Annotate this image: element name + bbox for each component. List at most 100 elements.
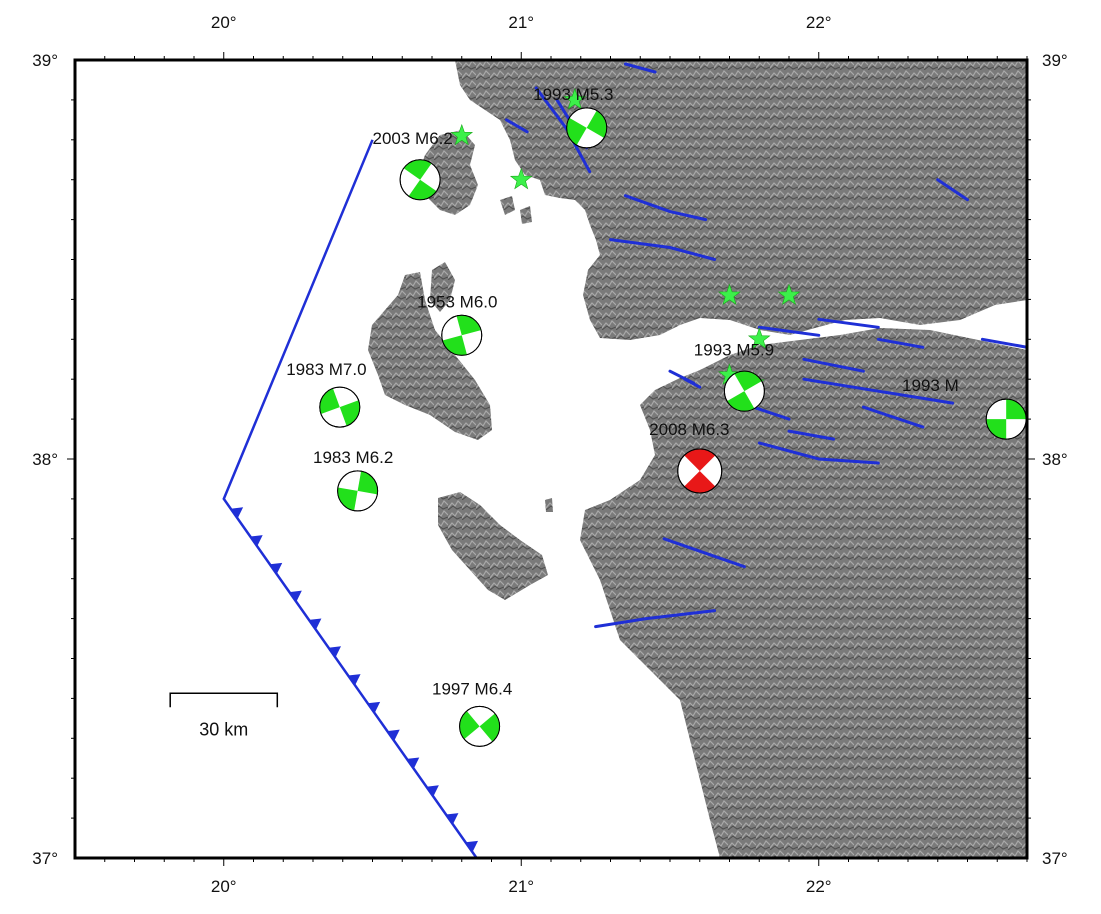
trench-tooth (328, 646, 341, 658)
fault-line (787, 429, 836, 441)
mechanism-compression (986, 419, 1007, 440)
mechanism-compression (339, 400, 360, 426)
earthquake-label: 1993 M5.3 (533, 85, 613, 104)
mechanism-outline (319, 386, 361, 428)
mechanism-outline (723, 370, 765, 412)
trench-tooth (289, 590, 302, 602)
hellenic-trench (222, 139, 479, 859)
earthquake-labels: 2003 M6.2 1993 M5.3 1953 M6.0 1983 M7.0 1983… (286, 85, 959, 699)
mechanism-compression (684, 448, 716, 471)
fault-line (609, 238, 717, 261)
scale-bar-label: 30 km (199, 719, 248, 739)
mechanism-compression (734, 371, 762, 392)
mechanism-compression (479, 713, 500, 742)
fault-line (802, 357, 865, 373)
fault-line (504, 118, 529, 134)
mechanism-compression (727, 391, 755, 412)
fault-line (802, 377, 955, 405)
mechanism-compression (403, 159, 432, 180)
lon-tick-label-bottom: 20° (211, 877, 237, 896)
fault-line (662, 537, 746, 569)
kefalonia-island (368, 272, 492, 440)
mechanism-outline (459, 705, 501, 747)
trench-tooth (230, 507, 244, 519)
earthquake-label: 1993 M (902, 376, 959, 395)
fault-line (757, 325, 821, 337)
focal-mechanism (337, 470, 379, 512)
fault-line (757, 441, 880, 465)
scale-bar-line (169, 692, 279, 708)
trench-tooth (445, 813, 459, 825)
epicenter-star (450, 123, 474, 146)
mechanism-compression (408, 179, 437, 200)
lat-tick-label-left: 39° (32, 51, 58, 70)
zakynthos-island (438, 492, 548, 600)
lat-tick-label-right: 37° (1042, 849, 1068, 868)
mechanism-outline (566, 107, 608, 149)
mechanism-compression (586, 110, 607, 138)
lon-tick-label-top: 21° (508, 13, 534, 32)
focal-mechanism (723, 370, 765, 412)
epicenter-star (718, 283, 741, 306)
trench-tooth (308, 618, 322, 630)
trench-tooth (269, 562, 283, 575)
lat-tick-label-right: 39° (1042, 51, 1068, 70)
focal-mechanism (319, 386, 361, 428)
fault-line (594, 609, 717, 629)
earthquake-label: 1997 M6.4 (432, 679, 512, 698)
lon-tick-label-top: 20° (211, 13, 237, 32)
mechanism-compression (337, 487, 358, 511)
trench-tooth (250, 535, 263, 547)
trench-tooth (426, 785, 439, 797)
mechanism-outline (337, 470, 379, 512)
fault-line (936, 178, 969, 202)
earthquake-label: 1983 M7.0 (286, 360, 366, 379)
fault-line (623, 194, 708, 222)
lon-tick-label-bottom: 21° (508, 877, 534, 896)
earthquake-label: 1983 M6.2 (313, 448, 393, 467)
lon-tick-label-top: 22° (806, 13, 832, 32)
frame-ticks (67, 52, 1035, 866)
scale-bar: 30 km (169, 692, 279, 739)
focal-mechanism (459, 705, 501, 747)
mechanism-compression (357, 471, 378, 495)
fault-line (980, 337, 1027, 349)
earthquake-label: 1993 M5.9 (694, 340, 774, 359)
focal-mechanism (441, 314, 483, 356)
tick-labels: 20° 20° 21° 21° 22° 22° 37° 37° 38° 38° 39° 39° (32, 13, 1067, 896)
mechanism-outline (441, 314, 483, 356)
earthquake-label: 2003 M6.2 (373, 129, 453, 148)
trench-tooth (465, 840, 479, 853)
lat-tick-label-left: 38° (32, 450, 58, 469)
lat-tick-label-left: 37° (32, 849, 58, 868)
mechanism-compression (319, 388, 340, 414)
mechanism-compression (566, 117, 587, 146)
focal-mechanism (399, 159, 441, 201)
epicenter-star (777, 283, 801, 306)
fault-line (751, 405, 791, 421)
epicenter-star (563, 87, 587, 110)
ithaca-island (430, 262, 455, 312)
fault-line (861, 405, 925, 429)
fault-layer (504, 62, 1027, 629)
trench-tooth (348, 674, 361, 686)
mechanism-compression (684, 470, 716, 493)
earthquake-label: 1953 M6.0 (417, 292, 497, 311)
focal-mechanism (985, 398, 1027, 440)
focal-mechanism (677, 448, 723, 494)
lon-tick-label-bottom: 22° (806, 877, 832, 896)
earthquake-label: 2008 M6.3 (649, 420, 729, 439)
epicenter-star (509, 167, 533, 190)
trench-tooth (387, 729, 400, 741)
lat-tick-label-right: 38° (1042, 450, 1068, 469)
islet (500, 196, 515, 215)
mechanism-outline (399, 159, 441, 201)
fault-line (876, 337, 925, 349)
mechanism-compression (459, 711, 480, 740)
trench-tooth (367, 701, 381, 714)
focal-mechanism (566, 107, 608, 149)
epicenter-star (747, 327, 771, 349)
trench-tooth (406, 757, 420, 769)
mechanism-compression (1006, 399, 1027, 420)
